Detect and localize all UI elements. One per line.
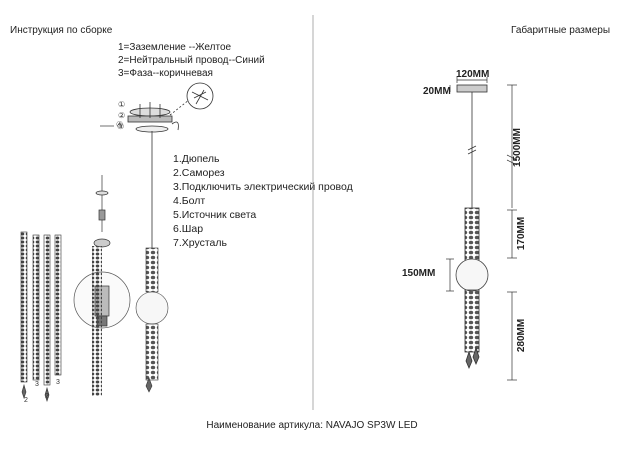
wire-legend-neutral: 2=Нейтральный провод--Синий bbox=[118, 55, 265, 66]
part-dowel: 1.Дюпель bbox=[173, 153, 220, 165]
dim-cable-length: 1500MM bbox=[511, 128, 523, 167]
wire-legend-ground: 1=Заземление --Желтое bbox=[118, 42, 232, 53]
part-screw: 2.Саморез bbox=[173, 167, 225, 179]
assembly-header: Инструкция по сборке bbox=[10, 25, 113, 36]
dim-ball-diameter: 150MM bbox=[402, 268, 436, 279]
article-name: Наименование артикула: NAVAJO SP3W LED bbox=[206, 420, 418, 431]
part-ball: 6.Шар bbox=[173, 223, 204, 235]
strand-label-3: 2 bbox=[45, 393, 49, 400]
wire-legend-phase: 3=Фаза--коричневая bbox=[118, 68, 213, 79]
exploded-crystal-strand bbox=[92, 246, 102, 396]
strand-label-1: 2 bbox=[24, 397, 28, 404]
dim-lower-crystal: 280MM bbox=[516, 318, 528, 353]
callout-4: ④ bbox=[116, 120, 123, 129]
part-crystal: 7.Хрусталь bbox=[173, 237, 227, 249]
dim-canopy-width: 120MM bbox=[456, 69, 490, 80]
strand-label-4: 3 bbox=[56, 379, 60, 386]
crystal-strands bbox=[20, 231, 62, 402]
part-wire-connect: 3.Подключить электрический провод bbox=[173, 181, 353, 193]
callout-3: ③ bbox=[117, 122, 124, 131]
canopy-assembly bbox=[127, 82, 214, 133]
dim-canopy-height: 20MM bbox=[423, 86, 451, 97]
part-light-source: 5.Источник света bbox=[173, 209, 257, 221]
dim-upper-crystal: 170MM bbox=[516, 216, 528, 251]
dimension-lines bbox=[446, 77, 518, 381]
strand-label-2: 3 bbox=[35, 381, 39, 388]
part-bolt: 4.Болт bbox=[173, 195, 206, 207]
assembled-fixture bbox=[135, 247, 169, 393]
callout-1: ① bbox=[118, 100, 125, 109]
dimensions-header: Габаритные размеры bbox=[511, 25, 611, 36]
dimension-fixture bbox=[455, 84, 489, 370]
callout-2: ② bbox=[118, 111, 125, 120]
